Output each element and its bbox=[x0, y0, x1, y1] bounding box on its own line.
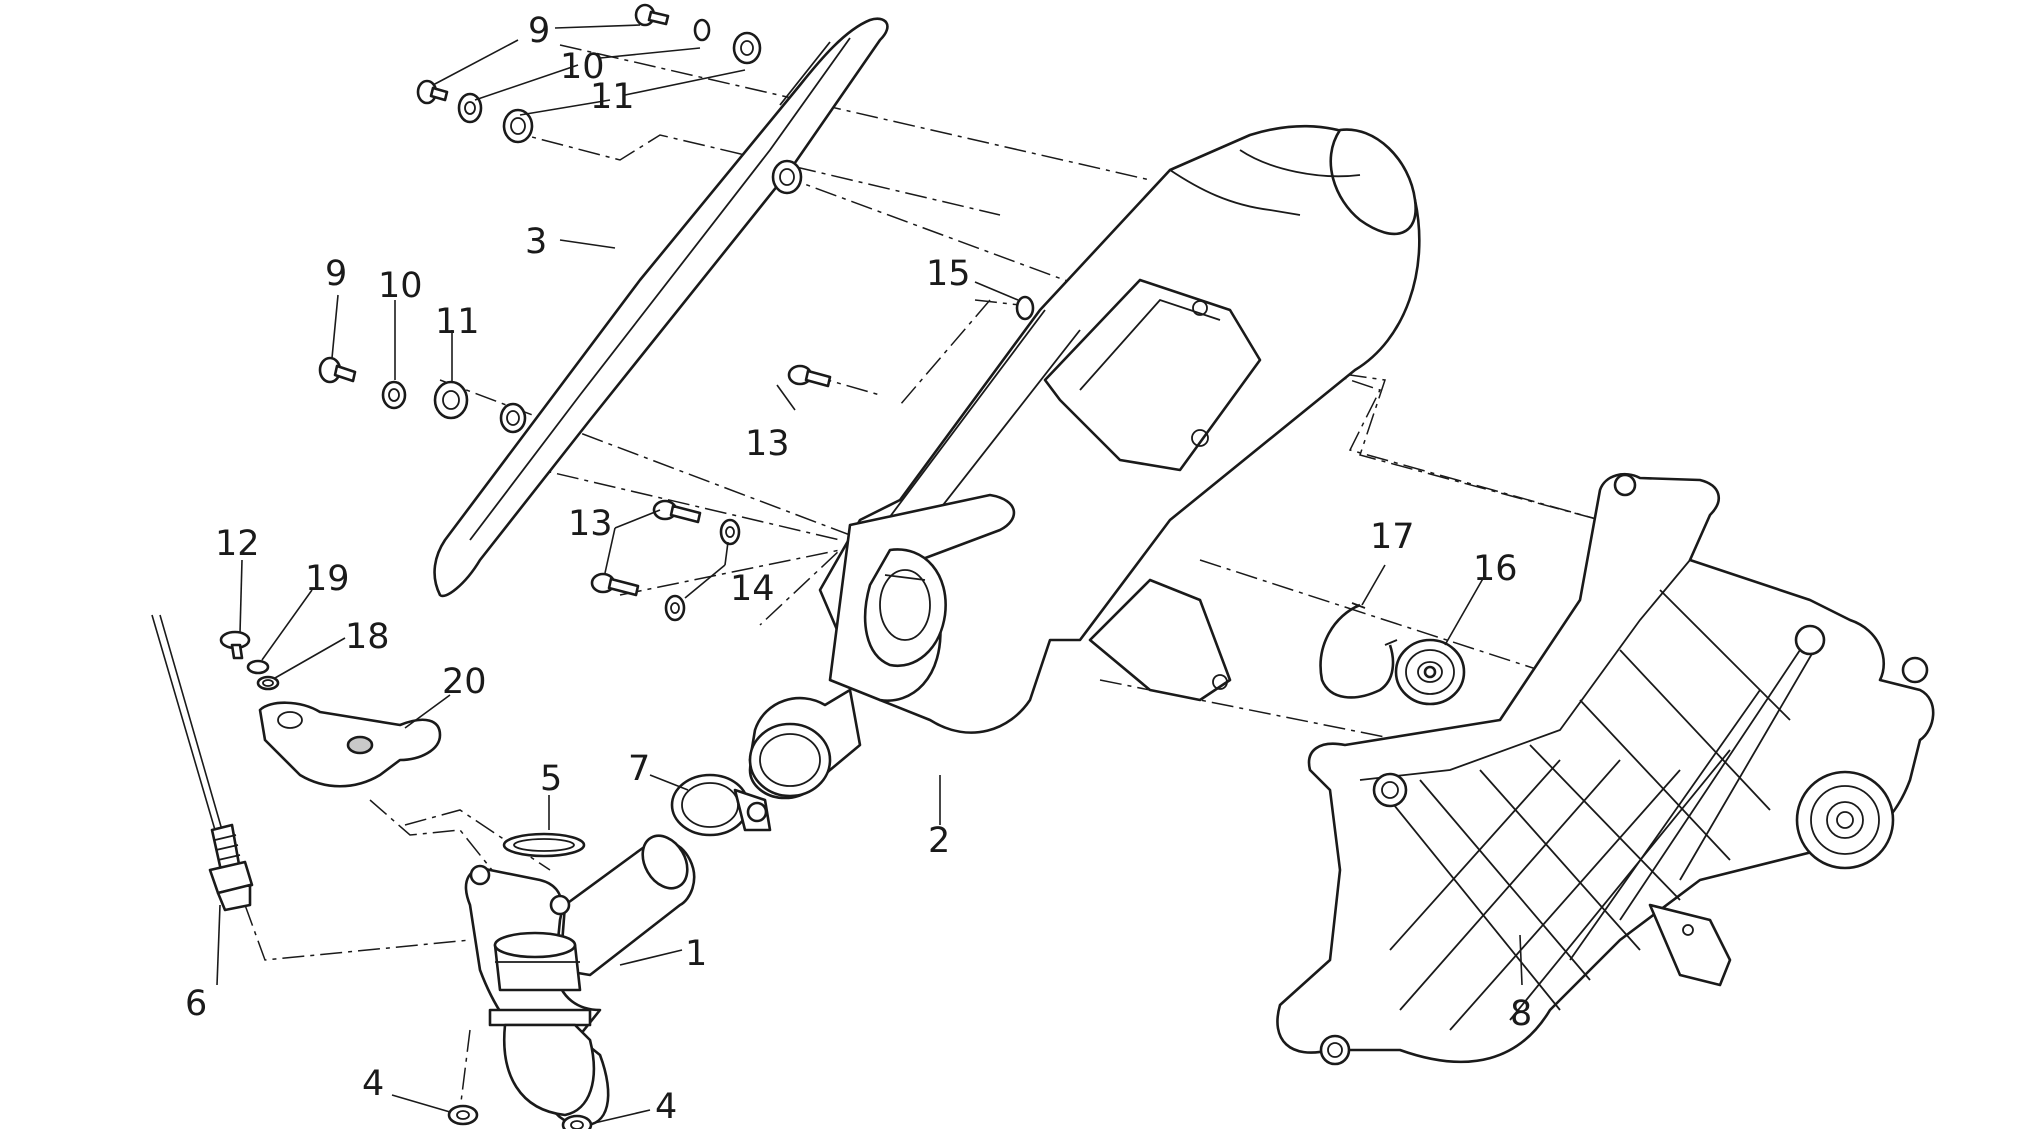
pipe-sleeve bbox=[748, 722, 832, 798]
callout-9-top: 9 bbox=[528, 11, 550, 51]
callout-5: 5 bbox=[540, 759, 562, 799]
bolt-13-mid bbox=[652, 499, 702, 524]
washer-14-lower bbox=[664, 594, 686, 622]
callout-11-top: 11 bbox=[590, 77, 635, 117]
callout-4-left: 4 bbox=[362, 1064, 384, 1104]
muffler bbox=[748, 124, 1421, 800]
callout-9-mid: 9 bbox=[325, 254, 347, 294]
callout-19: 19 bbox=[305, 559, 350, 599]
exhaust-clamp bbox=[670, 773, 772, 837]
callout-10-mid: 10 bbox=[378, 266, 423, 306]
washer-10-top bbox=[693, 18, 711, 42]
washer-15 bbox=[1015, 295, 1035, 321]
callout-12: 12 bbox=[215, 524, 260, 564]
bolt-9-top-left bbox=[416, 79, 449, 105]
probe-bracket bbox=[258, 701, 442, 788]
callout-15: 15 bbox=[926, 254, 971, 294]
washer-10-top-left bbox=[457, 92, 483, 124]
callout-2: 2 bbox=[928, 821, 950, 861]
callout-6: 6 bbox=[185, 984, 207, 1024]
swing-arm-bracket bbox=[1276, 473, 1935, 1066]
front-exhaust-pipe bbox=[464, 834, 696, 1127]
callout-14: 14 bbox=[730, 569, 775, 609]
washer-10-mid bbox=[381, 380, 407, 410]
gasket-5 bbox=[502, 832, 586, 858]
circlip-17 bbox=[1319, 603, 1395, 699]
grommet-11-mid bbox=[433, 380, 469, 420]
callout-4-right: 4 bbox=[655, 1087, 677, 1127]
callout-10-top: 10 bbox=[560, 47, 605, 87]
bearing-16 bbox=[1394, 638, 1466, 706]
callout-13-upper: 13 bbox=[745, 424, 790, 464]
washer-14-upper bbox=[719, 518, 741, 546]
callout-1: 1 bbox=[685, 934, 707, 974]
callout-20: 20 bbox=[442, 662, 487, 702]
callout-13-lower: 13 bbox=[568, 504, 613, 544]
lambda-probe bbox=[151, 614, 254, 912]
screw-12 bbox=[219, 630, 251, 660]
bolt-13-upper bbox=[787, 364, 832, 388]
callout-16: 16 bbox=[1473, 549, 1518, 589]
washer-19 bbox=[246, 659, 270, 675]
nut-4-left bbox=[447, 1104, 479, 1126]
spring-washer-18 bbox=[256, 675, 280, 691]
leader-lines bbox=[216, 24, 1523, 1125]
callout-7: 7 bbox=[628, 749, 650, 789]
grommet-11-top bbox=[732, 31, 762, 65]
callout-3: 3 bbox=[525, 222, 547, 262]
nut-4-right bbox=[561, 1114, 593, 1129]
callout-18: 18 bbox=[345, 617, 390, 657]
callout-17: 17 bbox=[1370, 517, 1415, 557]
bolt-9-top bbox=[634, 3, 670, 27]
callout-labels: 9 10 11 3 9 10 11 15 13 13 14 12 19 18 2… bbox=[185, 11, 1532, 1127]
bolt-13-lower bbox=[590, 572, 640, 597]
heat-shield bbox=[433, 17, 889, 598]
grommet-11-top-left bbox=[502, 108, 534, 144]
callout-11-mid: 11 bbox=[435, 302, 480, 342]
callout-8: 8 bbox=[1510, 994, 1532, 1034]
bolt-9-mid bbox=[318, 356, 357, 384]
